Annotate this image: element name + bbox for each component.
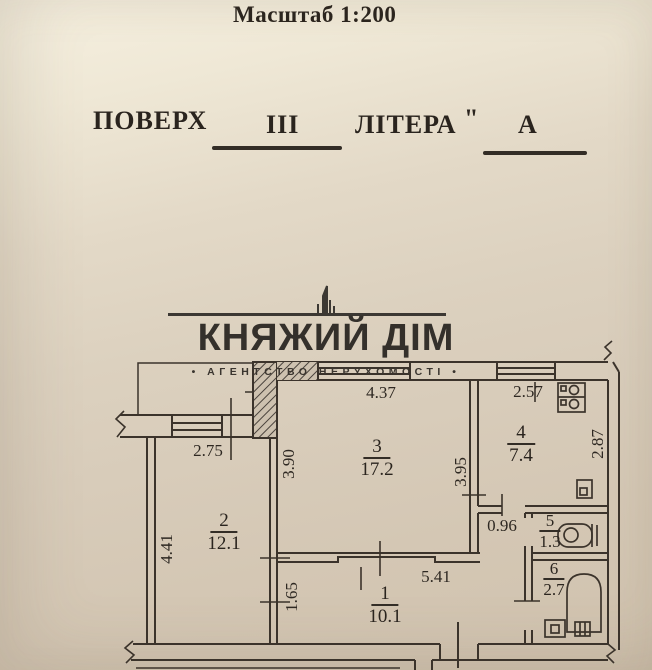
window-symbol (171, 415, 223, 437)
bottom-exterior-wall (123, 622, 608, 670)
room-label-bath: 6 2.7 (543, 559, 565, 600)
letter-quote: " (464, 104, 480, 133)
bathtub-icon (566, 573, 602, 633)
room-area: 12.1 (207, 533, 241, 554)
room-area: 10.1 (368, 606, 402, 627)
window-symbol (317, 362, 411, 380)
floor-value: III (266, 110, 300, 139)
room-area: 7.4 (509, 445, 533, 466)
dim-hall-left-height: 1.65 (282, 582, 301, 612)
room-number: 5 (539, 512, 561, 532)
floor-underline (212, 146, 342, 150)
floor-label: ПОВЕРХ (93, 106, 208, 135)
wall-pier (252, 361, 278, 439)
scale-note: Масштаб 1:200 (233, 2, 397, 27)
dim-bedroom-width: 2.75 (193, 441, 223, 460)
room-number: 6 (543, 560, 565, 580)
room-label-kitchen: 4 7.4 (507, 422, 535, 466)
room-label-living: 3 17.2 (360, 436, 394, 481)
room-number: 4 (507, 423, 535, 445)
room-number: 2 (210, 511, 238, 533)
dim-hall-width: 5.41 (421, 567, 451, 586)
sink-icon (576, 479, 593, 499)
balcony-outline (137, 362, 258, 415)
room-number: 3 (363, 437, 391, 459)
stove-icon (557, 382, 586, 413)
interior-walls (146, 380, 608, 644)
room-area: 2.7 (543, 580, 565, 599)
washer-icon (544, 619, 566, 638)
right-exterior-wall (605, 361, 620, 664)
washbasin-icon (574, 621, 591, 637)
dim-living-left-height: 3.90 (279, 449, 298, 479)
room-area: 1.3 (539, 532, 561, 551)
window-symbol (496, 362, 556, 380)
room-label-bedroom: 2 12.1 (207, 510, 241, 555)
room-area: 17.2 (360, 459, 394, 480)
letter-label: ЛІТЕРА (355, 110, 457, 139)
room-number: 1 (371, 584, 399, 606)
toilet-icon (557, 523, 598, 548)
letter-underline (483, 151, 587, 155)
dim-nook-width: 0.96 (487, 516, 517, 535)
dim-bedroom-height: 4.41 (157, 534, 176, 564)
bedroom-exterior-wall (114, 398, 253, 460)
dim-kitchen-width: 2.57 (513, 382, 543, 401)
dim-living-width: 4.37 (366, 383, 396, 402)
letter-value: А (518, 110, 538, 139)
top-exterior-wall (277, 340, 613, 402)
room-label-hall: 1 10.1 (368, 583, 402, 628)
dim-kitchen-height: 2.87 (588, 429, 607, 459)
room-label-wc: 5 1.3 (539, 511, 561, 552)
dim-living-right-height: 3.95 (451, 457, 470, 487)
